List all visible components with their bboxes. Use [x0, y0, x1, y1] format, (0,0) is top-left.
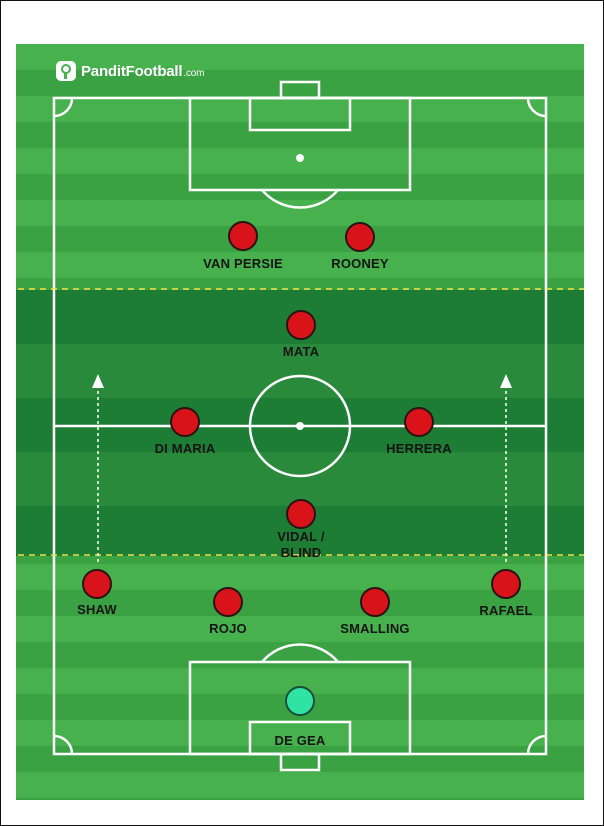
top-six-yard-box [248, 96, 352, 132]
player-marker-van-persie [228, 221, 258, 251]
top-penalty-spot [296, 154, 304, 162]
player-marker-shaw [82, 569, 112, 599]
shaw-run-arrow-head [92, 374, 104, 388]
player-marker-rojo [213, 587, 243, 617]
player-label-di-maria: DI MARIA [154, 441, 216, 456]
corner-arc-bottom-right [526, 734, 547, 755]
brand-name: PanditFootball.com [81, 62, 205, 80]
center-circle [248, 374, 352, 478]
player-marker-rooney [345, 222, 375, 252]
rafael-run-arrow-head [500, 374, 512, 388]
top-penalty-area [188, 96, 412, 192]
pandit-logo-icon [56, 61, 76, 81]
player-label-mata: MATA [282, 344, 320, 359]
top-goal [279, 80, 321, 100]
player-marker-herrera [404, 407, 434, 437]
bottom-goal [279, 752, 321, 772]
player-label-rooney: ROONEY [331, 256, 389, 271]
player-label-de-gea: DE GEA [274, 733, 326, 748]
pitch-markings [16, 80, 584, 772]
brand-domain: .com [183, 67, 205, 79]
player-label-rojo: ROJO [209, 621, 247, 636]
player-label-smalling: SMALLING [340, 621, 410, 636]
player-label-herrera: HERRERA [386, 441, 452, 456]
player-label-vidal-blind: VIDAL / BLIND [277, 529, 325, 560]
player-label-shaw: SHAW [77, 602, 117, 617]
football-pitch: PanditFootball.com VAN PERSIE ROONEY MAT… [16, 44, 584, 800]
corner-arc-top-right [526, 97, 547, 118]
player-marker-vidal-blind [286, 499, 316, 529]
player-marker-rafael [491, 569, 521, 599]
player-marker-smalling [360, 587, 390, 617]
player-marker-de-gea [285, 686, 315, 716]
player-marker-mata [286, 310, 316, 340]
corner-arc-top-left [53, 97, 74, 118]
player-label-van-persie: VAN PERSIE [203, 256, 283, 271]
player-label-rafael: RAFAEL [479, 603, 533, 618]
pandit-football-logo: PanditFootball.com [56, 60, 204, 82]
player-marker-di-maria [170, 407, 200, 437]
center-spot [296, 422, 304, 430]
bottom-penalty-arc [261, 643, 339, 663]
corner-arc-bottom-left [53, 734, 74, 755]
top-penalty-arc [261, 189, 339, 209]
